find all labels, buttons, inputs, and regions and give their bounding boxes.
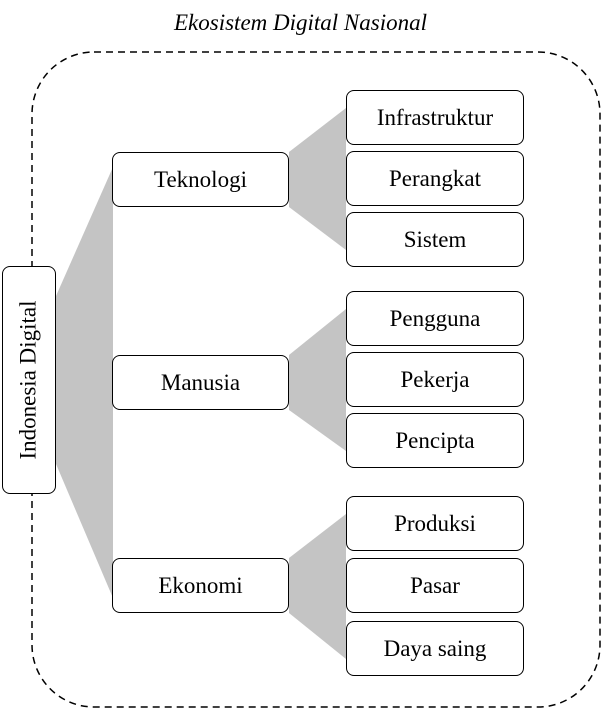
item-pekerja: Pekerja (346, 352, 524, 407)
item-sistem: Sistem (346, 212, 524, 267)
item-infrastruktur: Infrastruktur (346, 90, 524, 145)
fan-ekonomi-items (289, 514, 346, 659)
root-node: Indonesia Digital (2, 266, 56, 494)
root-label: Indonesia Digital (16, 300, 42, 460)
fan-root-to-pillars (56, 167, 113, 598)
item-pencipta: Pencipta (346, 413, 524, 468)
pillar-manusia: Manusia (112, 355, 289, 410)
diagram-title: Ekosistem Digital Nasional (174, 10, 427, 35)
connector-fans (56, 108, 346, 659)
ecosystem-boundary (31, 51, 601, 708)
item-perangkat: Perangkat (346, 151, 524, 206)
pillar-teknologi: Teknologi (112, 152, 289, 207)
fan-manusia-items (289, 309, 346, 451)
item-pasar: Pasar (346, 558, 524, 613)
fan-teknologi-items (289, 108, 346, 250)
item-pengguna: Pengguna (346, 291, 524, 346)
pillar-ekonomi: Ekonomi (112, 558, 289, 613)
item-daya-saing: Daya saing (346, 621, 524, 676)
item-produksi: Produksi (346, 496, 524, 551)
